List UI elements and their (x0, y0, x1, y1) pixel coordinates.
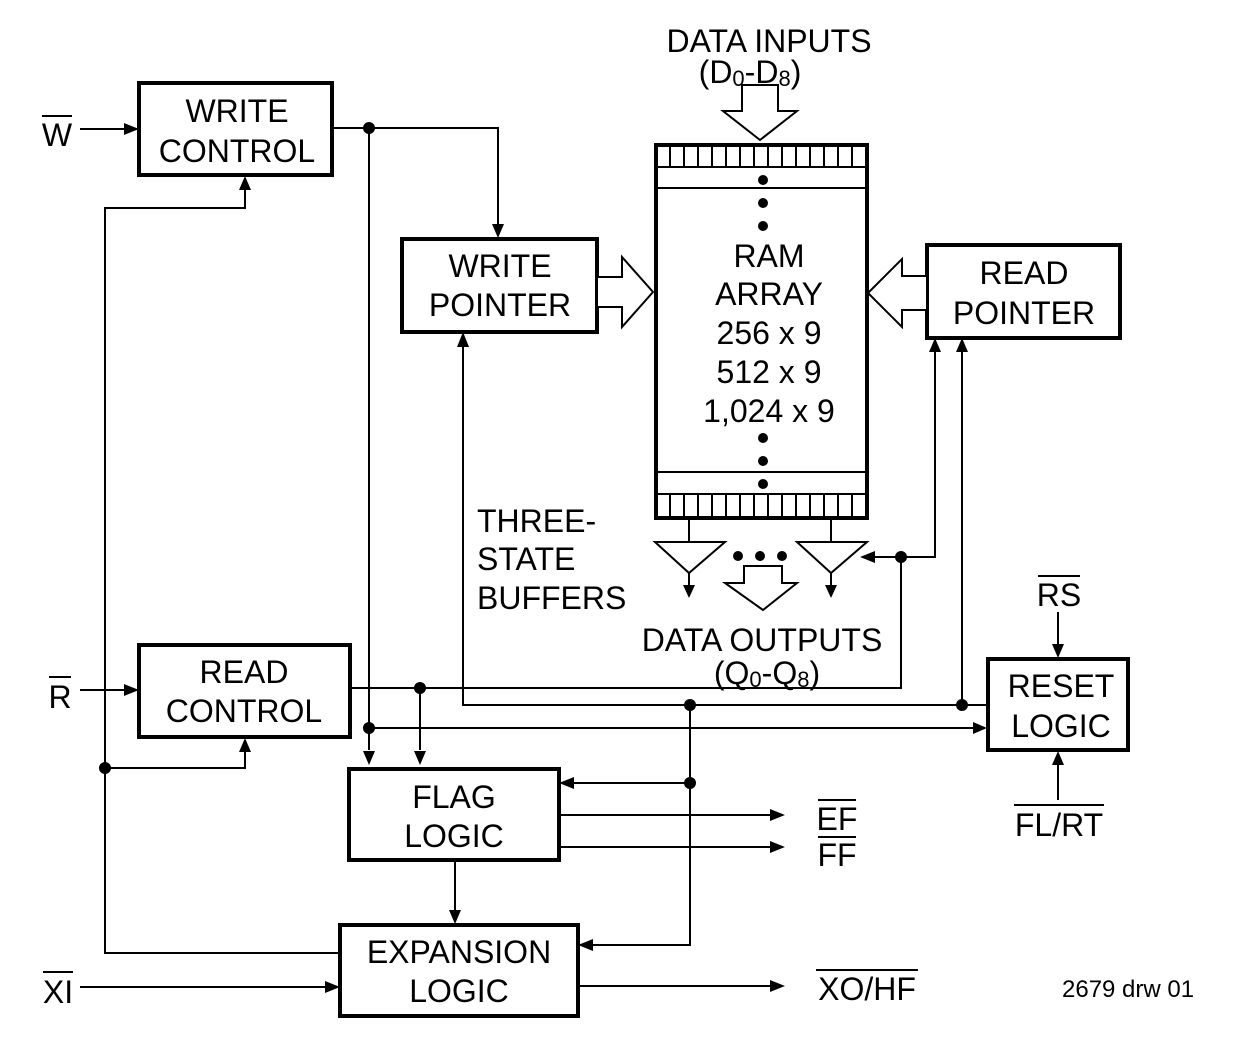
buffer-ellipsis-dot (777, 551, 787, 561)
svg-text:FL/RT: FL/RT (1015, 807, 1103, 843)
signal-rs: RS (1037, 575, 1081, 613)
ram-array-block: RAM ARRAY 256 x 9 512 x 9 1,024 x 9 (654, 143, 869, 520)
buffer-ellipsis-dot (733, 551, 743, 561)
data-outputs-range-label: (Q0-Q8) (714, 655, 820, 692)
ram-dot (758, 433, 768, 443)
reset-logic-line-1: RESET (1008, 668, 1115, 704)
data-inputs-label: DATA INPUTS (666, 23, 871, 59)
write-pointer-block: WRITE POINTER (400, 237, 599, 334)
flag-logic-line-1: FLAG (412, 779, 496, 815)
reset-logic-line-2: LOGIC (1011, 708, 1111, 744)
ram-line-2: ARRAY (715, 276, 823, 312)
expansion-logic-line-1: EXPANSION (367, 934, 551, 970)
write-control-line-1: WRITE (185, 93, 288, 129)
read-control-line-2: CONTROL (166, 693, 322, 729)
expansion-logic-line-2: LOGIC (409, 973, 509, 1009)
signal-ff: FF (817, 836, 857, 873)
svg-text:R: R (48, 679, 71, 715)
read-control-line-1: READ (200, 654, 289, 690)
svg-text:W: W (42, 117, 73, 153)
three-state-label-line-1: THREE- (477, 503, 596, 539)
svg-text:XO/HF: XO/HF (818, 971, 916, 1007)
svg-text:FF: FF (817, 837, 856, 873)
ram-line-1: RAM (733, 238, 804, 274)
data-input-bus-arrow (720, 84, 800, 142)
data-outputs-label: DATA OUTPUTS (642, 622, 883, 658)
write-pointer-line-2: POINTER (429, 287, 571, 323)
ram-line-4: 512 x 9 (717, 354, 822, 390)
signal-xi: XI (43, 971, 73, 1010)
svg-text:XI: XI (43, 974, 73, 1010)
signal-xo-hf: XO/HF (816, 969, 918, 1007)
expansion-logic-block: EXPANSION LOGIC (338, 923, 580, 1018)
drawing-number: 2679 drw 01 (1062, 976, 1194, 1003)
read-pointer-line-1: READ (980, 255, 1069, 291)
data-inputs-range-label: (D0-D8) (699, 54, 802, 91)
ram-dot (758, 479, 768, 489)
flag-logic-line-2: LOGIC (404, 818, 504, 854)
ram-bottom-register (656, 471, 867, 518)
signal-fl-rt: FL/RT (1014, 804, 1104, 843)
read-pointer-bus-arrow (866, 256, 928, 330)
write-control-block: WRITE CONTROL (137, 81, 334, 177)
ram-top-register (656, 145, 867, 189)
signal-r: R (48, 676, 72, 715)
reset-logic-block: RESET LOGIC (986, 657, 1130, 752)
signal-w: W (42, 115, 73, 153)
ram-dot (758, 198, 768, 208)
ram-line-5: 1,024 x 9 (703, 393, 835, 429)
svg-text:RS: RS (1037, 577, 1081, 613)
three-state-label-line-2: STATE (477, 541, 575, 577)
ram-line-3: 256 x 9 (717, 315, 822, 351)
three-state-buffer-right (794, 518, 870, 598)
signal-ef: EF (817, 799, 858, 837)
write-pointer-line-1: WRITE (448, 248, 551, 284)
connection-lines (80, 122, 1064, 993)
ram-dot (758, 456, 768, 466)
flag-logic-block: FLAG LOGIC (347, 767, 561, 862)
buffer-ellipsis-dot (755, 551, 765, 561)
write-pointer-bus-arrow (596, 254, 655, 330)
three-state-label-line-3: BUFFERS (477, 580, 626, 616)
svg-text:EF: EF (817, 801, 858, 837)
data-output-bus-arrow (721, 565, 800, 612)
three-state-buffer-left (652, 518, 728, 598)
write-control-line-2: CONTROL (159, 133, 315, 169)
read-pointer-line-2: POINTER (953, 295, 1095, 331)
ram-dot (758, 175, 768, 185)
read-pointer-block: READ POINTER (925, 243, 1122, 340)
read-control-block: READ CONTROL (137, 643, 352, 739)
ram-dot (758, 221, 768, 231)
